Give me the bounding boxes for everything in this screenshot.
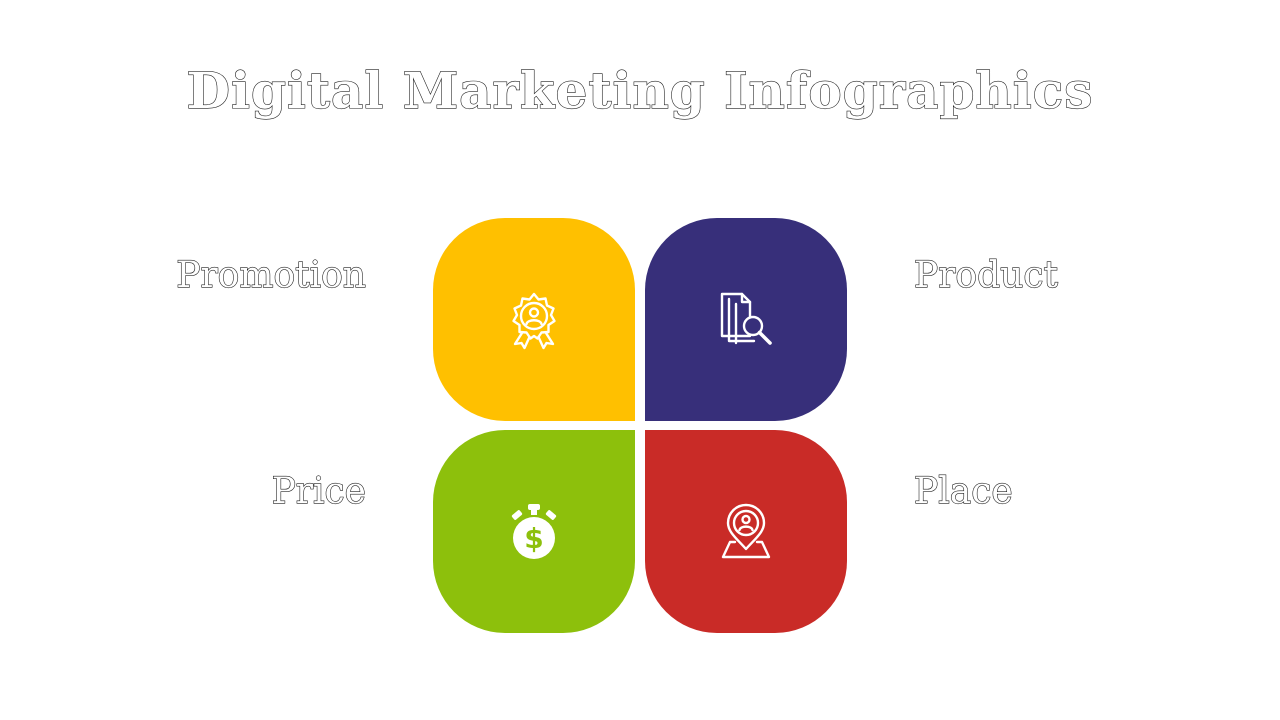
place-label: Place bbox=[913, 470, 1013, 512]
place-petal bbox=[645, 430, 847, 633]
product-label: Product bbox=[913, 254, 1058, 296]
price-petal: $ bbox=[433, 430, 635, 633]
promotion-label: Promotion bbox=[176, 254, 367, 296]
price-label: Price bbox=[271, 470, 367, 512]
location-pin-icon bbox=[721, 503, 771, 558]
money-stopwatch-icon: $ bbox=[511, 503, 557, 559]
document-search-icon bbox=[720, 292, 772, 345]
svg-text:$: $ bbox=[524, 522, 543, 555]
page-title: Digital Marketing Infographics bbox=[186, 60, 1094, 120]
product-petal bbox=[645, 218, 847, 421]
award-badge-icon bbox=[512, 292, 556, 349]
promotion-petal bbox=[433, 218, 635, 421]
